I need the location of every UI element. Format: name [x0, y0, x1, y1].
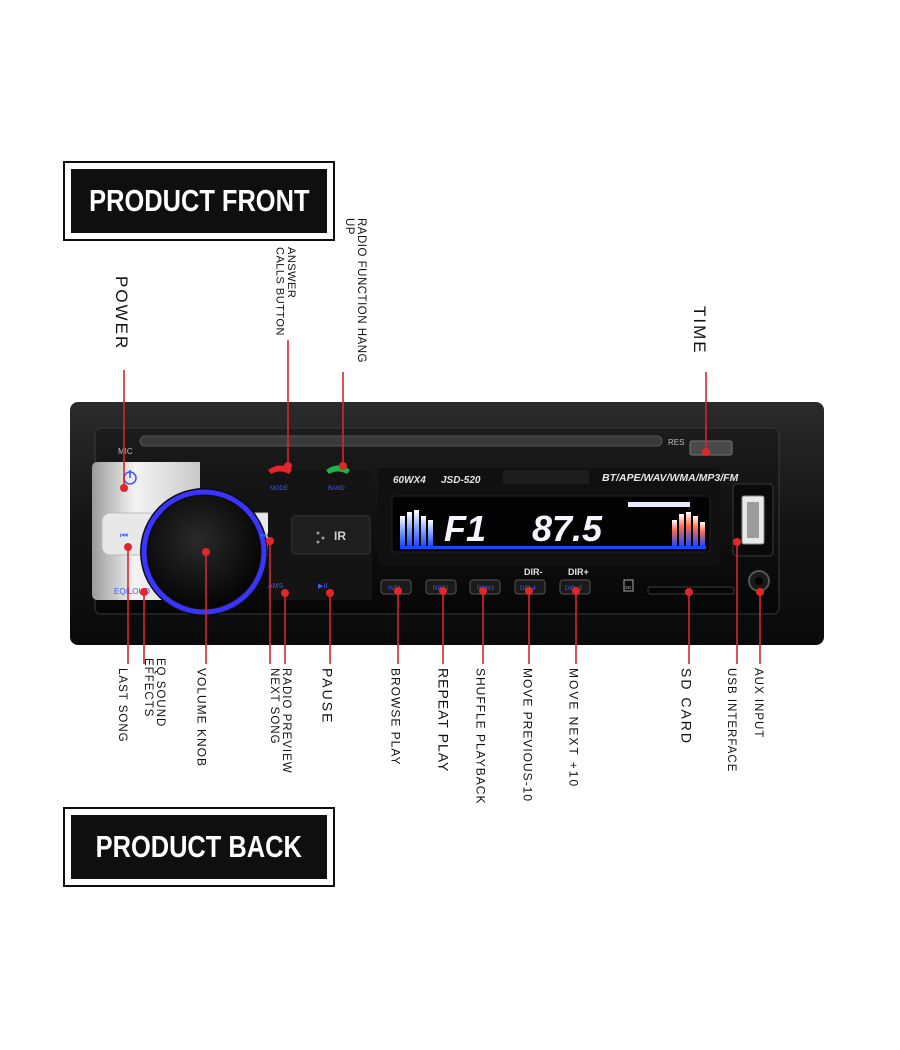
display-eq-right [672, 512, 705, 546]
label-time: TIME [689, 306, 709, 355]
prev-symbol: ⏮ [120, 530, 128, 540]
label-radio-preview-text: RADIO PREVIEW NEXT SONG [267, 668, 292, 774]
ams-label[interactable]: AMS [268, 583, 284, 590]
power-rating: 60WX4 [393, 475, 426, 486]
display-screen [391, 495, 711, 553]
next-symbol: ⏭ [260, 530, 268, 540]
label-browse-play-text: BROWSE PLAY [388, 668, 403, 766]
label-radio-preview: RADIO PREVIEW NEXT SONG [258, 668, 292, 798]
ir-symbol: IR [334, 529, 346, 543]
label-volume-knob: VOLUME KNOB [194, 668, 209, 768]
label-last-song: LAST SONG [116, 668, 128, 743]
product-back-banner: PRODUCT BACK [63, 807, 335, 887]
res-label: RES [668, 438, 684, 447]
dir-plus-label: DIR+ [568, 567, 589, 577]
label-radio-function: RADIO FUNCTION HANG UP [331, 218, 367, 370]
label-eq-sound-text: EQ SOUND EFFECTS [141, 658, 166, 728]
label-shuffle-playback-text: SHUFFLE PLAYBACK [473, 668, 488, 805]
label-move-previous-text: MOVE PREVIOUS-10 [520, 668, 535, 803]
label-sd-card: SD CARD [678, 668, 695, 746]
sd-icon [623, 579, 634, 592]
label-volume-knob-text: VOLUME KNOB [194, 668, 209, 768]
sd-symbol: SD [625, 585, 632, 590]
ir-dot-2 [321, 536, 325, 540]
ir-window [291, 515, 371, 555]
label-repeat-play-text: REPEAT PLAY [435, 668, 452, 773]
label-answer-calls: ANSWER CALLS BUTTON [262, 247, 297, 339]
label-time-text: TIME [689, 306, 709, 355]
product-front-title: PRODUCT FRONT [88, 183, 310, 218]
formats-label: BT/APE/WAV/WMA/MP3/FM [602, 472, 739, 484]
band-label: BAND [328, 486, 345, 492]
mic-label: MIC [118, 447, 133, 456]
volume-knob-glow [141, 489, 267, 615]
label-move-next: MOVE NEXT +10 [566, 668, 581, 789]
label-pause-text: PAUSE [319, 668, 336, 725]
label-power-text: POWER [111, 276, 131, 351]
label-pause: PAUSE [319, 668, 336, 725]
label-repeat-play: REPEAT PLAY [435, 668, 452, 773]
play-pause-label[interactable]: ▶II [318, 583, 327, 590]
label-usb-interface: USB INTERFACE [725, 668, 737, 772]
product-front-banner: PRODUCT FRONT [63, 161, 335, 241]
leader-lines [123, 340, 761, 664]
label-last-song-text: LAST SONG [116, 668, 129, 743]
model-slot [503, 470, 589, 484]
label-move-next-text: MOVE NEXT +10 [566, 668, 581, 789]
aux-port-hole [755, 577, 763, 585]
usb-port-inner [747, 502, 759, 538]
display-frequency: 87.5 [532, 508, 603, 549]
display-eq-left [400, 510, 433, 546]
callout-dots [120, 448, 764, 597]
display-signal-bar [628, 502, 690, 507]
display-band: F1 [444, 508, 486, 549]
label-browse-play: BROWSE PLAY [388, 668, 403, 766]
display-underline [400, 546, 706, 549]
mode-label: MODE [270, 486, 288, 492]
ir-dot-3 [316, 540, 320, 544]
label-sd-card-text: SD CARD [678, 668, 695, 746]
label-move-previous: MOVE PREVIOUS-10 [520, 668, 535, 803]
label-aux-input-text: AUX INPUT [752, 668, 765, 739]
res-button[interactable] [689, 440, 733, 456]
label-answer-calls-text: ANSWER CALLS BUTTON [273, 247, 297, 336]
eq-loud-label[interactable]: EQ/LOUD [114, 587, 150, 596]
model-name: JSD-520 [441, 475, 481, 486]
cd-slot [139, 435, 663, 447]
label-radio-function-text: RADIO FUNCTION HANG UP [342, 218, 367, 363]
label-power: POWER [111, 276, 131, 351]
ir-dot-1 [316, 531, 320, 535]
product-back-title: PRODUCT BACK [95, 829, 303, 864]
label-shuffle-playback: SHUFFLE PLAYBACK [473, 668, 488, 805]
label-aux-input: AUX INPUT [752, 668, 764, 738]
label-usb-interface-text: USB INTERFACE [725, 668, 738, 773]
label-eq-sound: EQ SOUND EFFECTS [134, 658, 166, 746]
dir-minus-label: DIR- [524, 567, 543, 577]
